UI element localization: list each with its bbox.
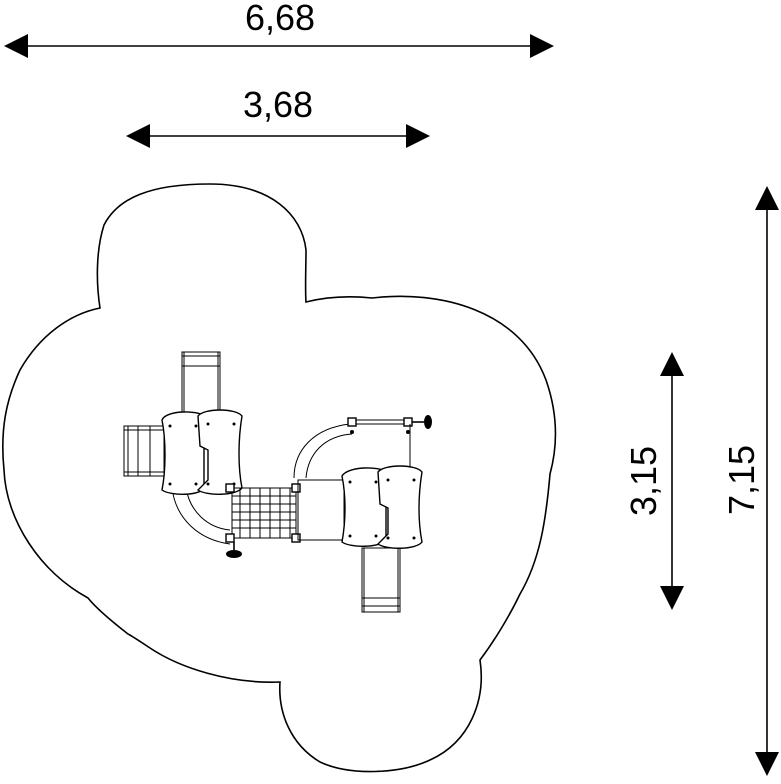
ladder-left <box>123 425 165 477</box>
dimension-label-equipment-depth: 3,15 <box>623 446 664 516</box>
curved-walkway-right <box>293 417 413 479</box>
arrow-left-icon <box>4 34 28 58</box>
net-bridge <box>225 483 301 543</box>
arrow-right-icon <box>530 34 554 58</box>
arrow-up-icon <box>660 352 684 376</box>
arrow-up-icon <box>755 186 779 210</box>
safety-zone-outline <box>1 183 557 773</box>
dimension-equipment-depth: 3,15 <box>623 352 684 610</box>
slide-bottom <box>361 547 401 613</box>
dimension-label-equipment-width: 3,68 <box>243 84 313 125</box>
curved-walkway-left <box>171 487 231 545</box>
post-bottom-left <box>226 542 242 558</box>
dimension-label-overall-width: 6,68 <box>245 0 315 38</box>
arrow-down-icon <box>755 752 779 776</box>
dimension-overall-depth: 7,15 <box>721 186 779 776</box>
post-top-right <box>412 415 432 429</box>
arrow-left-icon <box>126 124 150 148</box>
tower-roof-right <box>341 465 423 549</box>
arrow-down-icon <box>660 586 684 610</box>
arrow-right-icon <box>406 124 430 148</box>
dimension-label-overall-depth: 7,15 <box>721 445 762 515</box>
tower-roof-left <box>161 409 243 495</box>
dimension-equipment-width: 3,68 <box>126 84 430 148</box>
play-equipment <box>123 351 432 613</box>
dimension-overall-width: 6,68 <box>4 0 554 58</box>
platform-middle <box>297 479 345 541</box>
